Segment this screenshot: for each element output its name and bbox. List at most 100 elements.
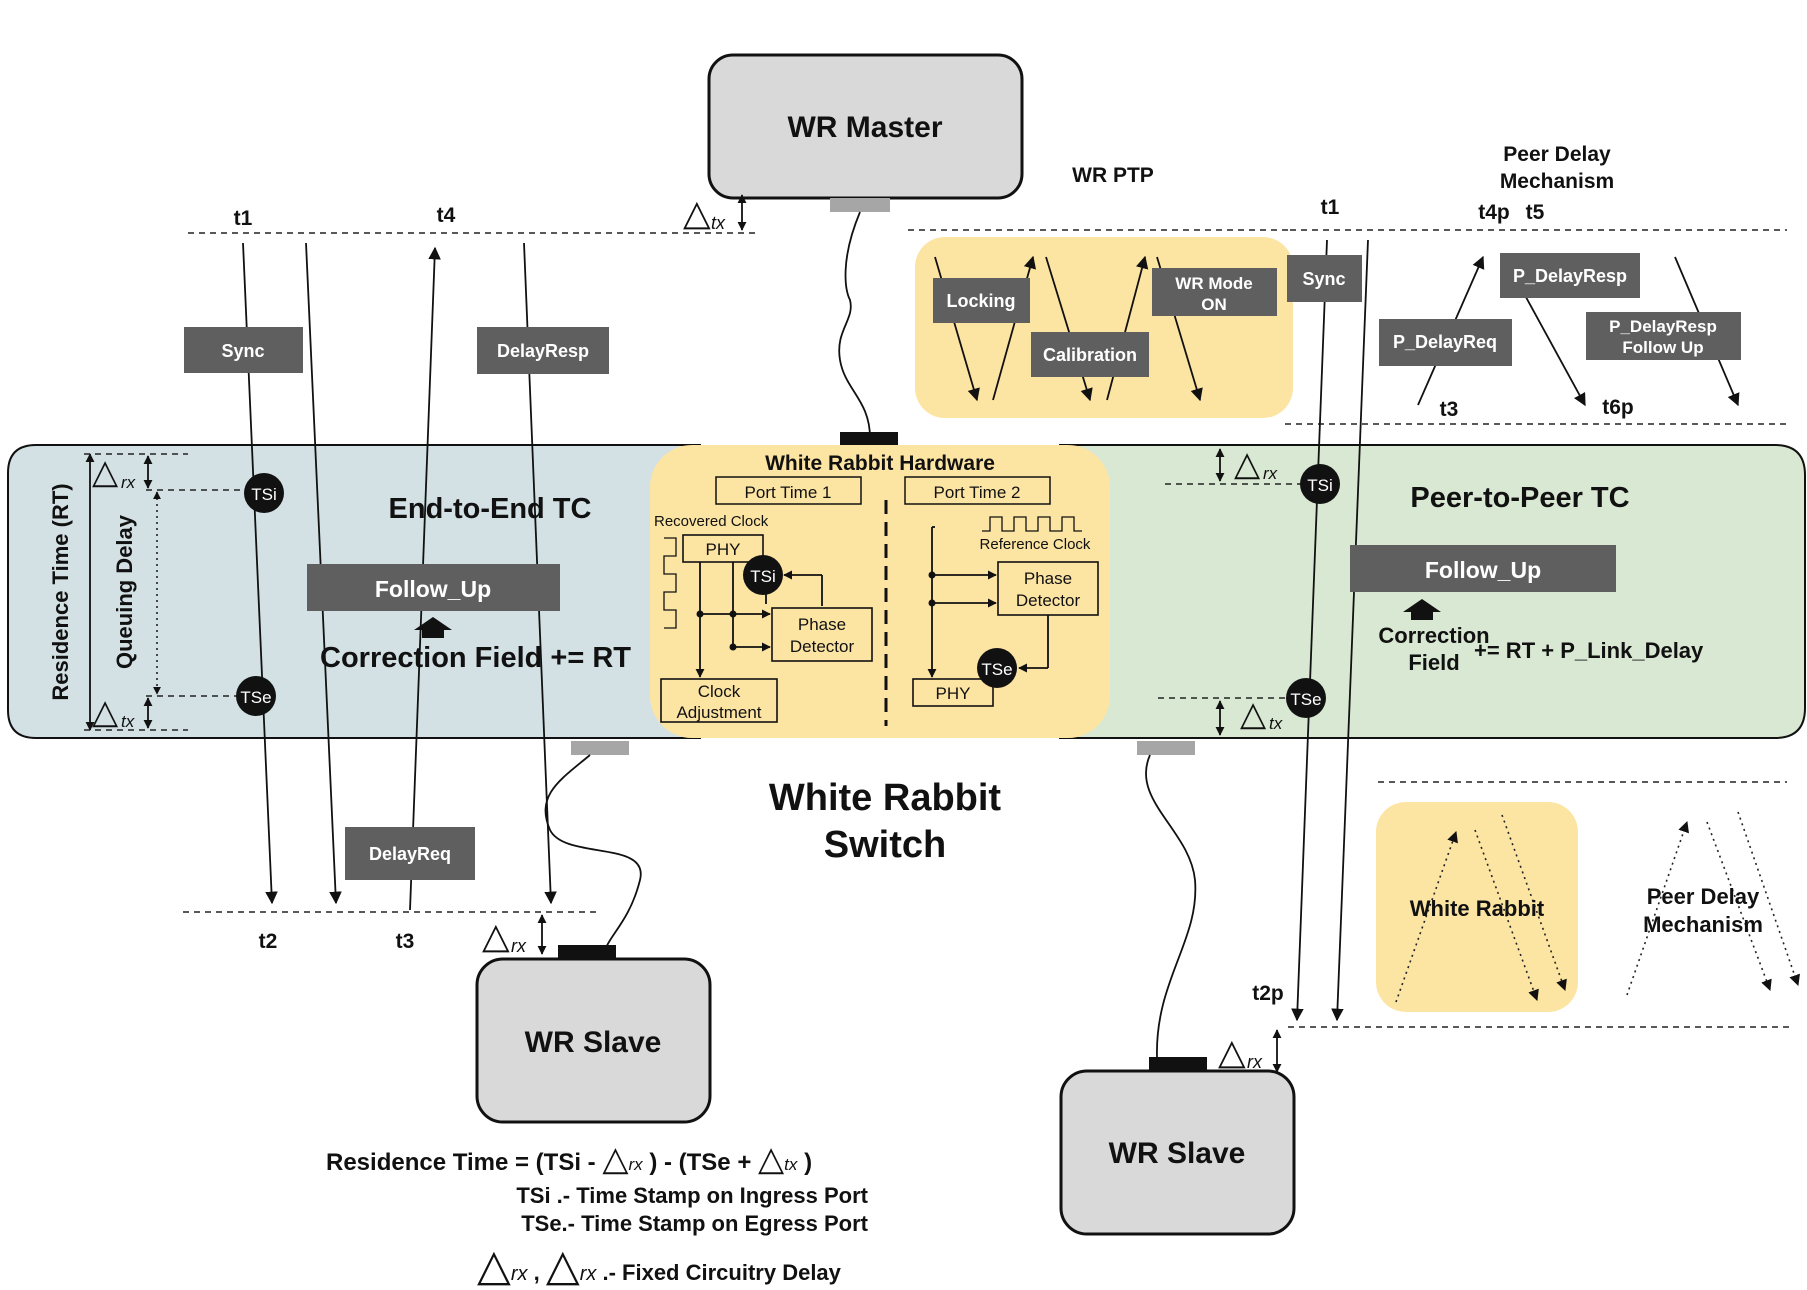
switch-body: [7, 444, 1806, 739]
p2p-delta-tx: △ tx: [1240, 695, 1283, 733]
p2p-followup-arrow: [1331, 239, 1369, 1022]
svg-text:TSi: TSi: [1307, 476, 1333, 495]
e2e-delayresp-label: DelayResp: [497, 341, 589, 361]
phase1-label-1: Phase: [798, 615, 846, 634]
p-delayresp-box[interactable]: P_DelayResp: [1500, 253, 1640, 298]
slave-left-title: WR Slave: [525, 1026, 662, 1059]
calibration-label: Calibration: [1043, 345, 1137, 365]
svg-text:rx: rx: [121, 473, 136, 492]
residence-time-label: Residence Time (RT): [48, 483, 73, 700]
p2p-followup-box[interactable]: Follow_Up: [1350, 545, 1616, 592]
slave-left-box[interactable]: [475, 957, 712, 1124]
legend-wr-line-1: [1395, 830, 1458, 1003]
port2-label: Port Time 2: [934, 483, 1021, 502]
svg-text:△: △: [683, 192, 711, 233]
wr-slave-left[interactable]: WR Slave: [475, 957, 712, 1124]
svg-text:TSe: TSe: [240, 688, 271, 707]
locking-box[interactable]: Locking: [933, 278, 1030, 323]
switch-port-right: [1137, 741, 1195, 755]
fixed-delay-definition: △rx , △rx .- Fixed Circuitry Delay: [477, 1241, 842, 1290]
tsi-definition: TSi .- Time Stamp on Ingress Port: [516, 1183, 868, 1208]
master-port: [830, 198, 890, 212]
phy1-label: PHY: [706, 540, 741, 559]
e2e-sync-label: Sync: [221, 341, 264, 361]
slave-right-box[interactable]: [1059, 1069, 1296, 1236]
phase1-label-2: Detector: [790, 637, 855, 656]
svg-text:rx: rx: [1247, 1052, 1263, 1072]
legend-peer-delay-2: Mechanism: [1643, 912, 1763, 937]
wr-mode-label-2: ON: [1201, 295, 1227, 314]
t5-label: t5: [1526, 201, 1545, 224]
e2e-tse-badge: TSe: [236, 676, 276, 716]
hw-tse-badge: TSe: [977, 648, 1017, 688]
p-delayresp-fu-label-2: Follow Up: [1622, 338, 1703, 357]
p-delayresp-label: P_DelayResp: [1513, 266, 1627, 286]
t2p-label: t2p: [1252, 982, 1284, 1005]
svg-text:tx: tx: [121, 712, 135, 731]
legend-wr-panel: [1376, 802, 1578, 1012]
legend-pd-line-1: [1626, 820, 1689, 996]
e2e-t3-label: t3: [396, 930, 415, 953]
wr-hardware: White Rabbit Hardware Port Time 1 Port T…: [654, 452, 1099, 726]
p2p-title: Peer-to-Peer TC: [1410, 482, 1629, 514]
phy1-box: [682, 534, 764, 563]
wr-slave-right[interactable]: WR Slave: [1059, 1069, 1296, 1236]
p2p-sync-arrow: [1291, 239, 1328, 1022]
wr-mode-label-1: WR Mode: [1175, 274, 1252, 293]
p2p-followup-label: Follow_Up: [1425, 557, 1541, 583]
svg-text:rx: rx: [511, 936, 527, 956]
svg-text:△: △: [92, 453, 119, 491]
legend-wr-line-2: [1474, 829, 1539, 1002]
p2p-t1-label: t1: [1321, 196, 1340, 219]
p2p-t3-label: t3: [1440, 398, 1459, 421]
master-delta-tx: △ tx: [683, 192, 726, 233]
e2e-followup-box[interactable]: Follow_Up: [307, 564, 560, 611]
p2p-up-arrow-icon: [1403, 599, 1441, 620]
peer-delay-title-1: Peer Delay: [1503, 143, 1611, 166]
wr-mode-box[interactable]: WR Mode ON: [1152, 268, 1277, 316]
left-slave-cable: [544, 754, 642, 951]
hw-tsi-badge: TSi: [743, 555, 783, 595]
e2e-delayreq-label: DelayReq: [369, 844, 451, 864]
legend-white-rabbit: White Rabbit: [1410, 896, 1545, 921]
clock-adj-label-2: Adjustment: [676, 703, 761, 722]
wr-master[interactable]: WR Master: [707, 53, 1024, 212]
phase2-label-2: Detector: [1016, 591, 1081, 610]
t4p-label: t4p: [1478, 201, 1510, 224]
svg-text:tx: tx: [1269, 714, 1283, 733]
p-delayresp-fu-box[interactable]: P_DelayResp Follow Up: [1586, 312, 1741, 360]
calibration-box[interactable]: Calibration: [1031, 332, 1149, 377]
queuing-delay-label: Queuing Delay: [112, 514, 137, 669]
e2e-tsi-badge: TSi: [244, 473, 284, 513]
svg-text:TSe: TSe: [1290, 690, 1321, 709]
switch-port-left: [571, 741, 629, 755]
phy2-label: PHY: [936, 684, 971, 703]
port1-box: [715, 476, 862, 505]
e2e-delayreq-box[interactable]: DelayReq: [345, 827, 475, 880]
port2-box: [904, 476, 1051, 505]
e2e-t4-label: t4: [437, 204, 456, 227]
e2e-delayresp-box[interactable]: DelayResp: [477, 327, 609, 374]
switch-label-2: Switch: [824, 824, 946, 866]
p2p-delta-rx: △ rx: [1234, 445, 1278, 483]
hardware-title: White Rabbit Hardware: [765, 452, 995, 475]
tse-definition: TSe.- Time Stamp on Egress Port: [521, 1211, 868, 1236]
p-delayresp-fu-label-1: P_DelayResp: [1609, 317, 1717, 336]
residence-time-formula: Residence Time = (TSi - △rx ) - (TSe + △…: [326, 1140, 812, 1178]
recovered-clock-label: Recovered Clock: [654, 513, 769, 530]
legend-pd-line-3: [1737, 811, 1800, 987]
rt-delta-tx: △ tx: [92, 693, 135, 731]
master-title: WR Master: [787, 111, 942, 144]
reference-clock-label: Reference Clock: [980, 536, 1091, 553]
svg-text:△: △: [1240, 695, 1267, 733]
p2p-sync-box[interactable]: Sync: [1287, 255, 1362, 302]
legend-peer-delay-1: Peer Delay: [1647, 884, 1760, 909]
wr-ptp-title: WR PTP: [1072, 164, 1154, 187]
p2p-tsi-badge: TSi: [1300, 464, 1340, 504]
p-delayreq-box[interactable]: P_DelayReq: [1379, 319, 1512, 366]
p2p-correction-1: Correction: [1378, 623, 1489, 648]
e2e-t2-label: t2: [259, 930, 278, 953]
e2e-sync-box[interactable]: Sync: [184, 327, 303, 373]
svg-text:TSi: TSi: [750, 567, 776, 586]
